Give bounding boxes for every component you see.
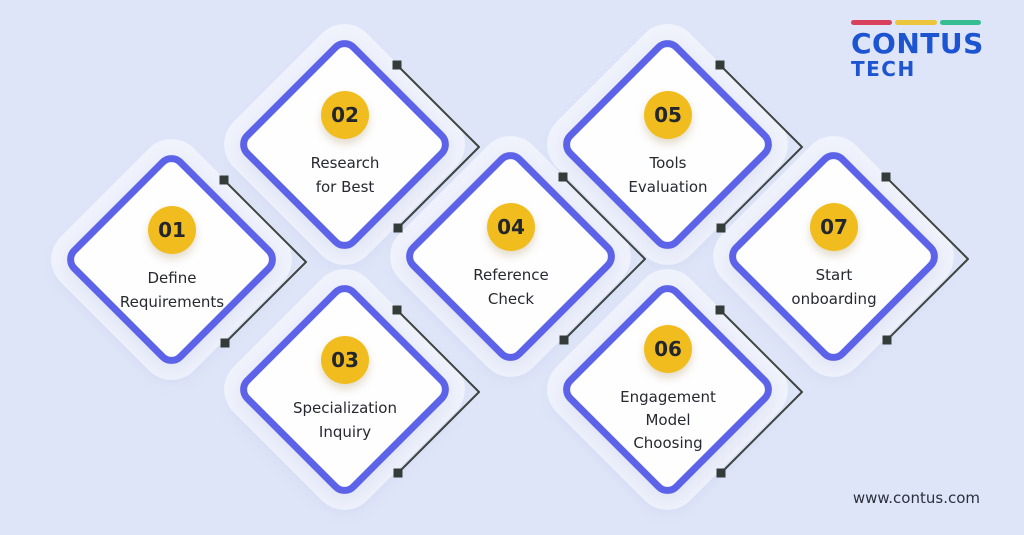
step-label: Start onboarding: [791, 266, 877, 308]
step-number-badge: 01: [148, 206, 196, 255]
logo-tricolor-bar: [851, 20, 981, 25]
contus-tech-logo: CONTUS TECH: [851, 20, 984, 81]
step-content: 01 Define Requirements: [60, 148, 284, 372]
step-number: 03: [331, 348, 359, 373]
step-number: 01: [158, 218, 186, 243]
logo-bar-green-segment: [939, 20, 981, 25]
step-content: 06 Engagement Model Choosing: [556, 278, 780, 502]
website-url: www.contus.com: [852, 489, 980, 507]
step-content: 07 Start onboarding: [722, 145, 946, 369]
step-number: 05: [654, 103, 682, 128]
step-number-badge: 04: [487, 203, 535, 252]
step-content: 03 Specialization Inquiry: [233, 278, 457, 502]
logo-bar-red-segment: [851, 20, 893, 25]
logo-brand-text: CONTUS: [851, 27, 984, 60]
step-2-diamond: 02 Research for Best: [233, 33, 457, 257]
step-number-badge: 07: [810, 203, 858, 252]
step-label: Engagement Model Choosing: [620, 387, 716, 453]
step-label: Specialization Inquiry: [292, 399, 397, 441]
step-number: 02: [331, 103, 359, 128]
step-6-diamond: 06 Engagement Model Choosing: [556, 278, 780, 502]
step-content: 02 Research for Best: [233, 33, 457, 257]
step-number-badge: 06: [644, 324, 692, 373]
logo-sub-text: TECH: [851, 57, 916, 81]
step-content: 04 Reference Check: [399, 145, 623, 369]
step-5-diamond: 05 Tools Evaluation: [556, 33, 780, 257]
step-number: 06: [654, 336, 682, 361]
step-number-badge: 03: [321, 336, 369, 385]
step-label: Tools Evaluation: [628, 154, 708, 196]
step-label: Define Requirements: [119, 269, 225, 311]
step-label: Reference Check: [473, 266, 549, 308]
step-4-diamond: 04 Reference Check: [399, 145, 623, 369]
step-number-badge: 05: [644, 91, 692, 140]
step-number: 04: [497, 215, 525, 240]
step-content: 05 Tools Evaluation: [556, 33, 780, 257]
logo-bar-yellow-segment: [895, 20, 937, 25]
step-label: Research for Best: [310, 154, 380, 196]
step-3-diamond: 03 Specialization Inquiry: [233, 278, 457, 502]
step-7-diamond: 07 Start onboarding: [722, 145, 946, 369]
step-number: 07: [820, 215, 848, 240]
step-number-badge: 02: [321, 91, 369, 140]
step-1-diamond: 01 Define Requirements: [60, 148, 284, 372]
